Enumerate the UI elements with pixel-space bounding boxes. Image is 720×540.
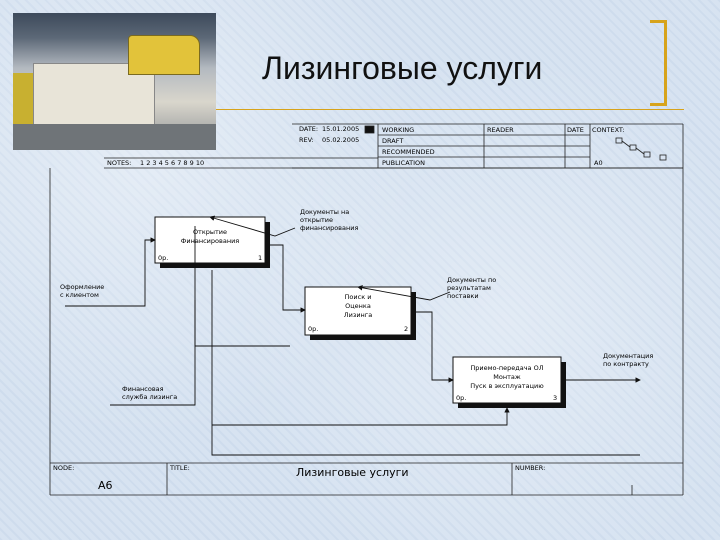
arrow-label-docs-financing-3: финансирования (300, 224, 358, 232)
footer-title-label: TITLE: (169, 464, 190, 472)
header-notes-values: 1 2 3 4 5 6 7 8 9 10 (140, 159, 204, 167)
footer-node-value: A6 (98, 479, 113, 492)
arrow-lines (65, 215, 641, 456)
bracket-decoration-bottom (650, 103, 667, 106)
header-context-label: CONTEXT: (592, 126, 624, 134)
arrow-docs-result (357, 285, 451, 301)
arrow-label-docs-financing-1: Документы на (300, 208, 349, 216)
header-rev-label: REV: (299, 136, 314, 144)
arrow-finance-service (110, 226, 196, 406)
activity-2-cost: 0р. (308, 325, 318, 333)
arrow-label-leasing-design-2: с клиентом (60, 291, 99, 299)
activity-3-cost: 0р. (456, 394, 466, 402)
activity-1-cost: 0р. (158, 254, 168, 262)
slide-title: Лизинговые услуги (262, 50, 543, 86)
activity-box-2: Поиск и Оценка Лизинга 0р. 2 (304, 286, 416, 340)
arrow-label-leasing-design-1: Оформление (60, 283, 104, 291)
header-date-value: 15.01.2005 (322, 125, 359, 133)
header-date-label: DATE: (299, 125, 318, 133)
arrow-label-docs-maintenance-1: Документация (603, 352, 653, 360)
header-reader-label: READER (487, 126, 514, 134)
diagram-header-frame (49, 123, 684, 495)
activity-1-number: 1 (258, 254, 262, 262)
arrow-label-docs-result-1: Документы по (447, 276, 496, 284)
activity-3-label-2: Монтаж (493, 373, 521, 381)
arrow-label-docs-maintenance-2: по контракту (603, 360, 649, 368)
footer-title-value: Лизинговые услуги (296, 466, 409, 479)
bracket-decoration-side (664, 20, 667, 106)
activity-box-1: Открытие Финансирования 0р. 1 (154, 216, 270, 268)
arrow-label-finance-1: Финансовая (122, 385, 164, 393)
activity-2-label-3: Лизинга (344, 311, 372, 319)
arrow-finance-to-2 (194, 300, 290, 347)
header-node-code: A0 (594, 159, 603, 167)
arrow-label-docs-result-2: результатам (447, 284, 491, 292)
footer-node-label: NODE: (53, 464, 74, 472)
footer-number-label: NUMBER: (515, 464, 545, 472)
header-notes-label: NOTES: (107, 159, 131, 167)
header-rev-value: 05.02.2005 (322, 136, 359, 144)
header-date2-label: DATE (567, 126, 584, 134)
activity-3-label-1: Приемо-передача ОЛ (470, 364, 543, 372)
arrow-bottom-up (212, 407, 510, 426)
arrow-label-docs-result-3: поставки (447, 292, 479, 300)
status-recommended: RECOMMENDED (382, 148, 435, 156)
activity-2-number: 2 (404, 325, 408, 333)
activity-2-label-2: Оценка (345, 302, 371, 310)
arrow-1-to-2 (270, 244, 306, 313)
arrow-label-docs-financing-2: открытие (300, 216, 333, 224)
activity-1-label-2: Финансирования (181, 237, 239, 245)
activity-3-number: 3 (553, 394, 557, 402)
arrow-label-finance-2: служба лизинга (122, 393, 177, 401)
activity-3-label-3: Пуск в эксплуатацию (470, 382, 544, 390)
activity-1-label-1: Открытие (193, 228, 227, 236)
status-publication: PUBLICATION (382, 159, 425, 167)
activity-box-3: Приемо-передача ОЛ Монтаж Пуск в эксплуа… (452, 356, 566, 408)
arrow-bottom-feed (211, 270, 640, 456)
context-thumbnail (615, 137, 667, 161)
activity-2-label-1: Поиск и (345, 293, 372, 301)
header-rule (216, 109, 684, 110)
machine-yellow-hood (128, 35, 200, 75)
factory-floor (13, 124, 216, 150)
status-draft: DRAFT (382, 137, 403, 145)
factory-photo (13, 13, 216, 150)
diagram-footer-frame (50, 462, 683, 496)
arrow-2-to-3 (416, 311, 454, 383)
status-working: WORKING (382, 126, 414, 134)
arrow-docs-financing (209, 215, 296, 237)
arrow-leasing-design (65, 237, 156, 307)
bracket-decoration-top (650, 20, 667, 23)
